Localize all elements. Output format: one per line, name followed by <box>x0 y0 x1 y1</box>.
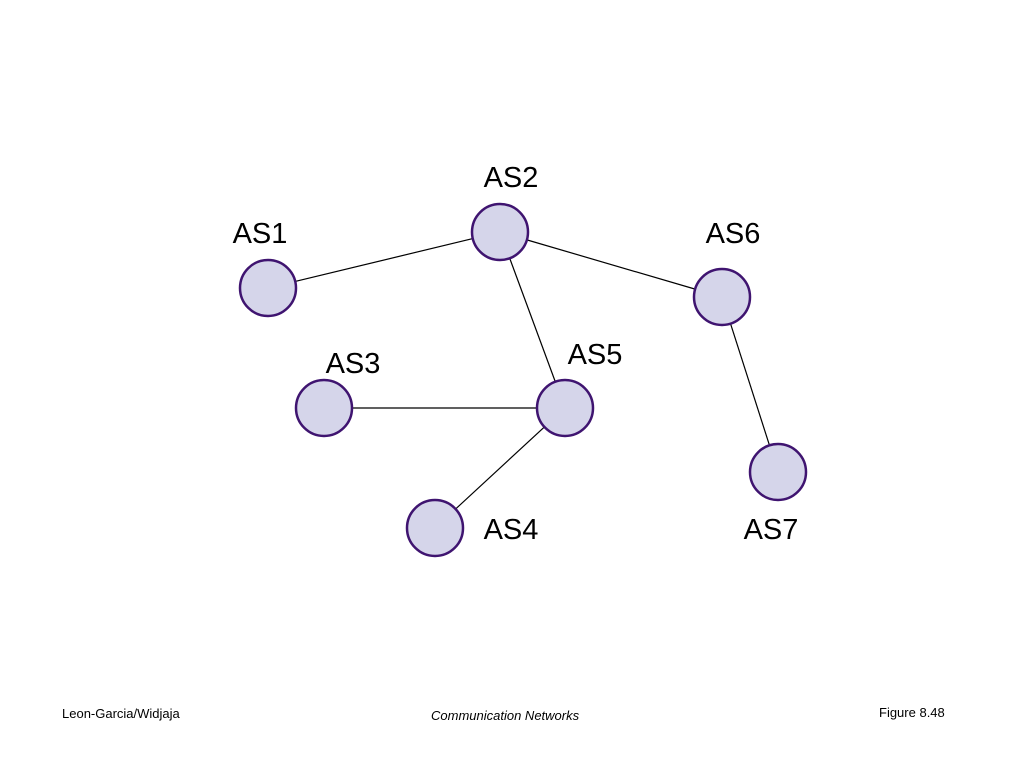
node-label-as4: AS4 <box>484 514 539 546</box>
node-as5: AS5 <box>535 339 623 438</box>
node-circle-as4 <box>405 498 465 558</box>
node-circle-as2 <box>470 202 530 262</box>
node-label-as5: AS5 <box>568 339 623 371</box>
node-circle-as1 <box>238 258 298 318</box>
node-label-as6: AS6 <box>706 218 761 250</box>
node-as6: AS6 <box>692 218 761 327</box>
node-label-as2: AS2 <box>484 162 539 194</box>
edges-layer <box>295 237 771 510</box>
node-as4: AS4 <box>405 498 539 558</box>
node-as1: AS1 <box>233 218 298 318</box>
node-circle-as7 <box>748 442 808 502</box>
edge-as2-as6 <box>526 239 696 290</box>
node-as2: AS2 <box>470 162 539 262</box>
node-circle-as5 <box>535 378 595 438</box>
edge-as6-as7 <box>729 323 771 446</box>
node-label-as1: AS1 <box>233 218 288 250</box>
edge-as2-as5 <box>509 258 556 382</box>
node-as3: AS3 <box>294 348 381 438</box>
edge-as1-as2 <box>295 237 473 283</box>
edge-as5-as4 <box>455 426 545 510</box>
footer-book-title: Communication Networks <box>431 708 580 723</box>
node-circle-as3 <box>294 378 354 438</box>
node-as7: AS7 <box>744 442 808 546</box>
node-label-as7: AS7 <box>744 514 799 546</box>
footer-figure-number: Figure 8.48 <box>879 705 945 720</box>
node-label-as3: AS3 <box>326 348 381 380</box>
node-circle-as6 <box>692 267 752 327</box>
footer-author: Leon-Garcia/Widjaja <box>62 706 180 721</box>
